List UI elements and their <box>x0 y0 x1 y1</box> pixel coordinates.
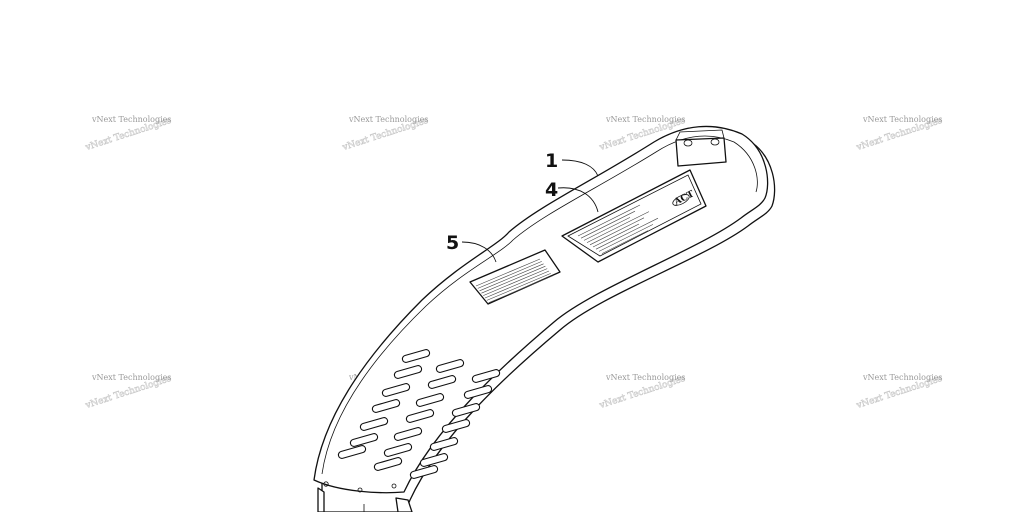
floor-panel: ACT <box>313 125 776 512</box>
warning-text-line <box>484 270 550 299</box>
watermark-text: vNext Technologies <box>862 115 942 124</box>
vent-slot <box>373 457 403 471</box>
vent-slot <box>427 375 457 389</box>
info-label: ACT <box>561 169 707 263</box>
warning-decal-text-lines <box>475 258 553 304</box>
warning-text-line <box>483 268 548 296</box>
panel-surface <box>313 125 769 494</box>
watermark-text: vNext Technologies <box>862 373 942 382</box>
vent-slot <box>401 349 431 363</box>
info-text-line <box>586 211 650 243</box>
vent-slot <box>419 453 449 467</box>
bottom-bracket <box>317 481 413 512</box>
vent-slot <box>471 369 501 383</box>
leader-5 <box>461 241 497 263</box>
info-label-text-lines <box>577 204 659 254</box>
vent-slot <box>429 437 459 451</box>
info-text-line <box>589 217 645 246</box>
info-text-line <box>577 204 641 237</box>
vent-slots <box>337 349 501 479</box>
vent-slot <box>359 417 389 431</box>
info-text-line <box>595 217 659 250</box>
callout-4: 4 <box>545 179 558 201</box>
panel-inner-contour <box>321 135 758 475</box>
vent-slot <box>383 443 413 457</box>
watermark-text: vNext Technologies <box>91 373 171 382</box>
warning-text-line <box>477 261 542 289</box>
callout-1: 1 <box>545 150 558 172</box>
vent-slot <box>371 399 401 413</box>
watermark-text: vNext Technologies <box>605 373 685 382</box>
callout-5: 5 <box>446 232 459 254</box>
vent-slot <box>463 385 493 399</box>
callout-leaders <box>461 159 599 263</box>
vent-slot <box>441 419 471 433</box>
vent-slot <box>435 359 465 373</box>
warning-decal <box>469 249 561 305</box>
info-text-line <box>598 224 654 252</box>
vent-slot <box>409 465 439 479</box>
warning-text-line <box>486 273 551 301</box>
info-text-line <box>580 210 636 239</box>
mounting-bracket <box>675 129 727 167</box>
warning-text-line <box>488 275 553 304</box>
vent-slot <box>405 409 435 423</box>
warning-text-line <box>479 263 544 292</box>
warning-text-line <box>475 258 541 287</box>
vent-slot <box>337 445 367 459</box>
leader-4 <box>557 187 599 213</box>
leader-1 <box>561 159 599 177</box>
watermark-text: vNext Technologies <box>348 115 428 124</box>
vent-slot <box>349 433 379 447</box>
warning-text-line <box>481 265 546 294</box>
vent-slot <box>451 403 481 417</box>
info-text-line <box>592 223 640 248</box>
watermark-text: vNext Technologies <box>605 115 685 124</box>
info-text-line <box>601 230 649 254</box>
info-text-line <box>583 217 631 241</box>
watermark-text: vNext Technologies <box>91 115 171 124</box>
vent-slot <box>415 393 445 407</box>
vent-slot <box>381 383 411 397</box>
vent-slot <box>393 365 423 379</box>
vent-slot <box>393 427 423 441</box>
